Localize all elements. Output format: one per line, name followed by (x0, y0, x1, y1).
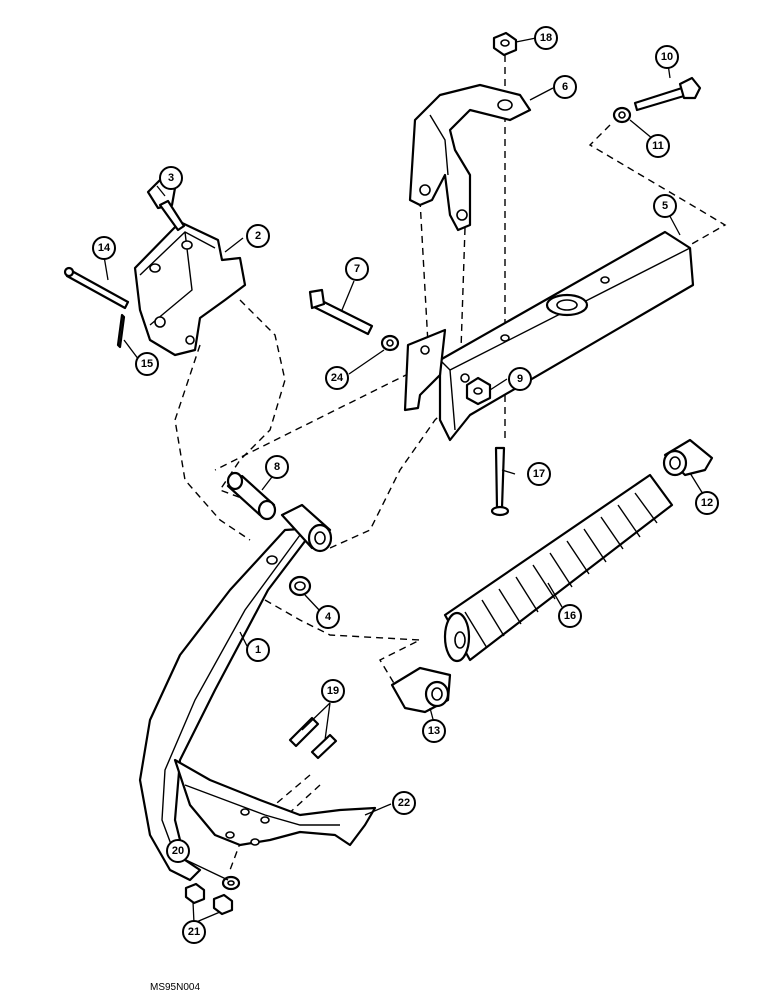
svg-text:4: 4 (325, 611, 332, 623)
callout-1: 1 (246, 638, 270, 662)
svg-text:3: 3 (168, 172, 174, 184)
anchor-13 (390, 666, 452, 714)
svg-text:18: 18 (540, 32, 552, 44)
callout-4: 4 (316, 605, 340, 629)
washer-24 (380, 334, 400, 352)
callout-19: 19 (321, 679, 345, 703)
bolt-7 (308, 288, 374, 336)
drawing-code: MS95N004 (150, 982, 200, 993)
callout-15: 15 (135, 352, 159, 376)
pin-14 (63, 266, 130, 310)
callout-11: 11 (646, 134, 670, 158)
svg-text:16: 16 (564, 610, 576, 622)
bolt-10 (633, 76, 702, 112)
svg-text:24: 24 (331, 372, 344, 384)
bolt-17 (490, 446, 510, 517)
svg-text:5: 5 (662, 200, 668, 212)
callout-14: 14 (92, 236, 116, 260)
washer-11 (612, 106, 632, 124)
pedal-pad (173, 758, 377, 847)
svg-text:6: 6 (562, 81, 568, 93)
callout-22: 22 (392, 791, 416, 815)
svg-text:20: 20 (172, 845, 184, 857)
retainer-12 (662, 438, 714, 477)
support-channel (403, 230, 695, 442)
callout-5: 5 (653, 194, 677, 218)
svg-text:15: 15 (141, 358, 153, 370)
svg-text:10: 10 (661, 51, 673, 63)
svg-text:22: 22 (398, 797, 410, 809)
svg-text:7: 7 (354, 263, 360, 275)
svg-text:17: 17 (533, 468, 545, 480)
nut-9 (465, 376, 492, 406)
upper-bracket (408, 83, 532, 232)
bushing-8 (226, 471, 277, 521)
cotter-pin-15 (116, 313, 126, 349)
mounting-bracket (133, 220, 247, 357)
callout-6: 6 (553, 75, 577, 99)
svg-text:14: 14 (98, 242, 111, 254)
callout-2: 2 (246, 224, 270, 248)
callout-8: 8 (265, 455, 289, 479)
svg-text:2: 2 (255, 230, 261, 242)
svg-text:12: 12 (701, 497, 713, 509)
svg-text:8: 8 (274, 461, 280, 473)
svg-text:1: 1 (255, 644, 261, 656)
nuts-21 (184, 882, 234, 916)
spring-16 (443, 473, 674, 663)
callout-9: 9 (508, 367, 532, 391)
callout-20: 20 (166, 839, 190, 863)
callout-18: 18 (534, 26, 558, 50)
callout-21: 21 (182, 920, 206, 944)
callout-13: 13 (422, 719, 446, 743)
nut-18 (492, 31, 518, 57)
pedal-arm (138, 503, 333, 882)
callouts: 1 2 3 4 5 6 7 8 9 10 11 12 13 14 15 16 1… (92, 26, 719, 944)
screws-19 (288, 716, 338, 760)
callout-16: 16 (558, 604, 582, 628)
callout-10: 10 (655, 45, 679, 69)
callout-3: 3 (159, 166, 183, 190)
bushing-4 (288, 575, 312, 597)
svg-text:19: 19 (327, 685, 339, 697)
callout-17: 17 (527, 462, 551, 486)
callout-24: 24 (325, 366, 349, 390)
svg-text:11: 11 (652, 140, 664, 152)
svg-text:13: 13 (428, 725, 440, 737)
callout-12: 12 (695, 491, 719, 515)
callout-7: 7 (345, 257, 369, 281)
svg-text:21: 21 (188, 926, 200, 938)
svg-text:9: 9 (517, 373, 523, 385)
